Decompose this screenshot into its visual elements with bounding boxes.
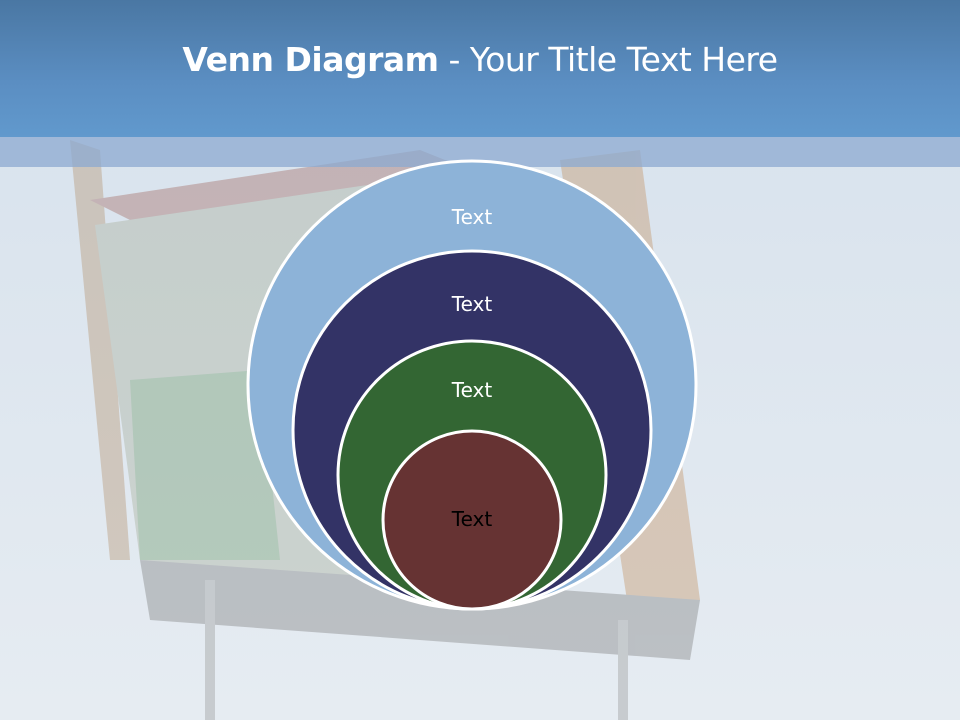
- title-bold: Venn Diagram: [182, 40, 439, 79]
- venn-circle-inner[interactable]: [381, 429, 563, 611]
- slide-title[interactable]: Venn Diagram - Your Title Text Here: [0, 40, 960, 79]
- title-separator: -: [438, 40, 470, 79]
- title-rest: Your Title Text Here: [469, 40, 778, 79]
- header-bar: [0, 0, 960, 137]
- venn-label-third: Text: [451, 378, 493, 402]
- venn-label-inner: Text: [451, 507, 493, 531]
- venn-label-second: Text: [451, 292, 493, 316]
- venn-label-outer: Text: [451, 205, 493, 229]
